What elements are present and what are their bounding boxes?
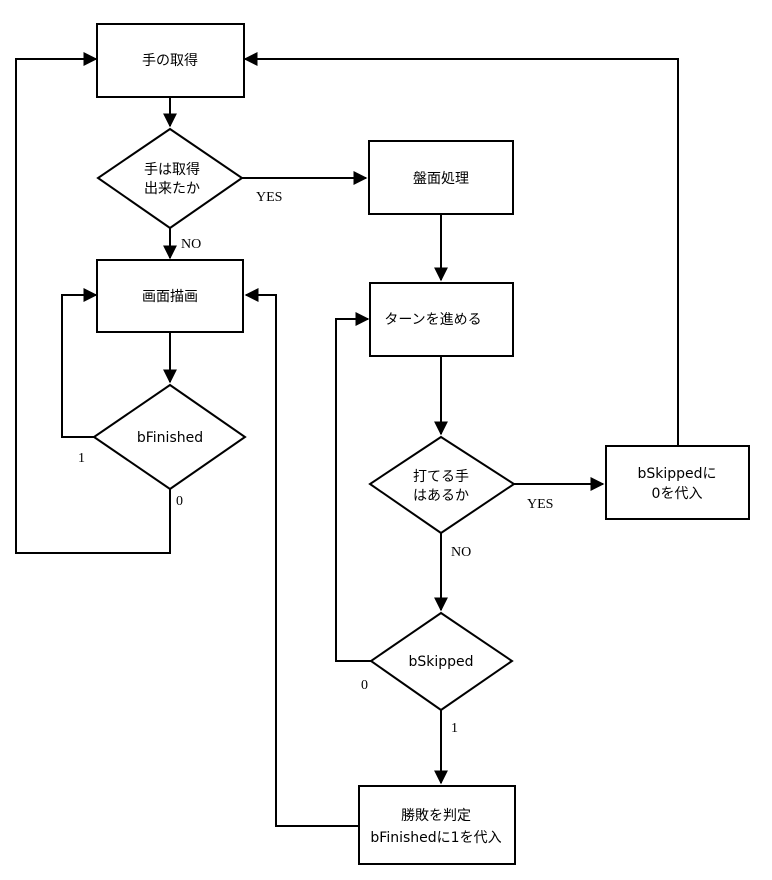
node-b-skipped-decision: bSkipped — [369, 611, 514, 712]
node-advance-turn: ターンを進める — [369, 282, 514, 357]
edge-label-finished-one: 1 — [78, 451, 85, 466]
arrow-skipped-zero-to-get-move — [243, 52, 679, 446]
node-advance-turn-label: ターンを進める — [384, 312, 481, 328]
node-judge-result-line2: bFinishedに1を代入 — [370, 830, 501, 846]
node-get-move-label: 手の取得 — [142, 52, 198, 69]
arrow-bskipped-zero-loop — [335, 312, 371, 662]
node-move-obtained-line2: 出来たか — [144, 181, 200, 197]
edge-label-skipped-zero: 0 — [361, 678, 368, 693]
arrow-finished-zero-to-get-move — [15, 52, 171, 554]
edge-label-skipped-one: 1 — [451, 721, 458, 736]
node-has-playable-move-line2: はあるか — [413, 488, 469, 504]
node-judge-result: 勝敗を判定 bFinishedに1を代入 — [358, 785, 516, 865]
edge-label-move-no: NO — [181, 237, 201, 252]
node-set-skipped-zero: bSkippedに 0を代入 — [605, 445, 750, 520]
node-has-playable-move-line1: 打てる手 — [413, 468, 469, 485]
node-draw-screen-label: 画面描画 — [142, 289, 198, 305]
arrow-finished-one-loop — [61, 288, 98, 438]
node-move-obtained-decision: 手は取得 出来たか — [96, 127, 244, 230]
edge-label-finished-zero: 0 — [176, 494, 183, 509]
node-set-skipped-zero-line1: bSkippedに — [637, 466, 716, 482]
node-get-move: 手の取得 — [96, 23, 245, 98]
edge-label-playable-no: NO — [451, 545, 471, 560]
edge-label-move-yes: YES — [256, 190, 282, 205]
node-board-process-label: 盤面処理 — [413, 171, 469, 187]
node-has-playable-move-decision: 打てる手 はあるか — [368, 435, 516, 535]
node-b-finished-decision: bFinished — [92, 383, 247, 491]
arrow-judge-to-draw — [244, 288, 359, 827]
node-set-skipped-zero-line2: 0を代入 — [652, 486, 703, 502]
edge-label-playable-yes: YES — [527, 497, 553, 512]
node-b-finished-label: bFinished — [137, 430, 203, 446]
node-board-process: 盤面処理 — [368, 140, 514, 215]
node-judge-result-line1: 勝敗を判定 — [401, 808, 471, 824]
node-b-skipped-label: bSkipped — [408, 654, 473, 670]
node-draw-screen: 画面描画 — [96, 259, 244, 333]
node-move-obtained-line1: 手は取得 — [144, 161, 200, 178]
